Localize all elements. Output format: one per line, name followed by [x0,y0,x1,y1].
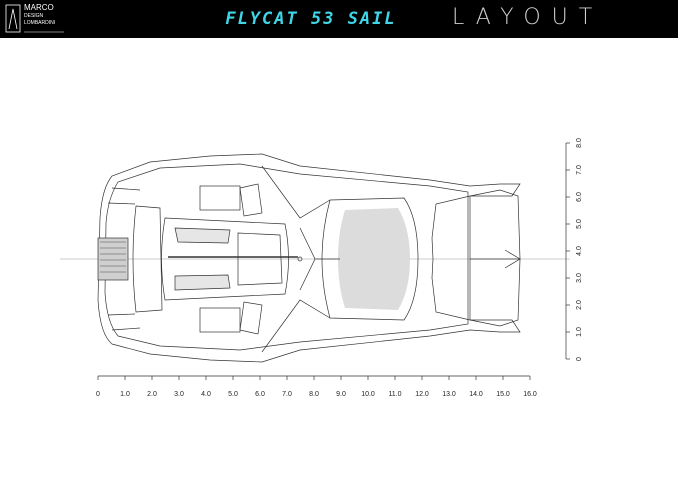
h-tick-label: 10.0 [361,391,375,398]
h-tick-label: 6.0 [255,391,265,398]
bow-net [469,189,521,327]
section-title: LAYOUT [452,5,604,30]
boat-top-view [97,153,521,363]
helm-station-port [199,185,241,211]
h-tick-label: 9.0 [336,391,346,398]
designer-logo: MARCO DESIGN LOMBARDINI [4,3,68,35]
logo-line-2: DESIGN [24,13,44,19]
logo-line-1: MARCO [24,3,54,12]
hull-outline [97,153,521,363]
hull-inner-line [104,163,469,351]
v-tick-label: 7.0 [576,165,583,175]
transom-panel [97,237,129,281]
header-bar: MARCO DESIGN LOMBARDINI FLYCAT 53 SAIL L… [0,0,678,38]
helm-station-starboard [199,307,241,333]
vertical-scale: 0 1.0 2.0 3.0 4.0 5.0 6.0 7.0 8.0 [565,138,583,361]
h-tick-label: 3.0 [174,391,184,398]
mast-icon [297,256,303,262]
h-tick-label: 2.0 [147,391,157,398]
v-tick-label: 6.0 [576,192,583,202]
transom-panel-lines [100,241,126,273]
boat-layout-drawing: 0 1.0 2.0 3.0 4.0 5.0 6.0 7.0 8.0 9.0 10.0 11.0 12.0… [60,138,583,398]
swim-steps [107,187,141,331]
logo-line-3: LOMBARDINI [24,20,56,26]
h-tick-label: 8.0 [309,391,319,398]
h-tick-label: 11.0 [388,391,401,398]
cockpit-table [237,232,283,286]
h-tick-label: 16.0 [523,391,537,398]
h-tick-label: 1.0 [120,391,130,398]
cabin-roof-shade [338,208,410,310]
horizontal-scale: 0 1.0 2.0 3.0 4.0 5.0 6.0 7.0 8.0 9.0 10.0 11.0 12.0… [96,375,537,398]
h-tick-label: 5.0 [228,391,238,398]
h-tick-label: 4.0 [201,391,211,398]
v-tick-label: 8.0 [576,138,583,148]
v-tick-label: 3.0 [576,273,583,283]
h-tick-label: 14.0 [469,391,483,398]
h-tick-label: 12.0 [415,391,429,398]
v-tick-label: 2.0 [576,300,583,310]
logo-mark-icon [5,4,64,33]
h-tick-label: 15.0 [496,391,510,398]
sugar-scoop [239,183,263,335]
v-tick-label: 1.0 [576,327,583,337]
bow-fitting-icon [504,249,521,269]
deck-lines [261,165,331,353]
cockpit-seating [174,227,231,291]
v-tick-label: 0 [576,357,583,361]
h-tick-label: 0 [96,391,100,398]
h-tick-label: 13.0 [442,391,456,398]
h-tick-label: 7.0 [282,391,292,398]
aft-platform [132,205,163,313]
model-title: FLYCAT 53 SAIL [225,9,397,29]
cabin-roof [321,197,419,321]
v-tick-label: 4.0 [576,246,583,256]
v-tick-label: 5.0 [576,219,583,229]
fore-deck-detail [299,227,340,291]
cockpit [161,217,289,301]
